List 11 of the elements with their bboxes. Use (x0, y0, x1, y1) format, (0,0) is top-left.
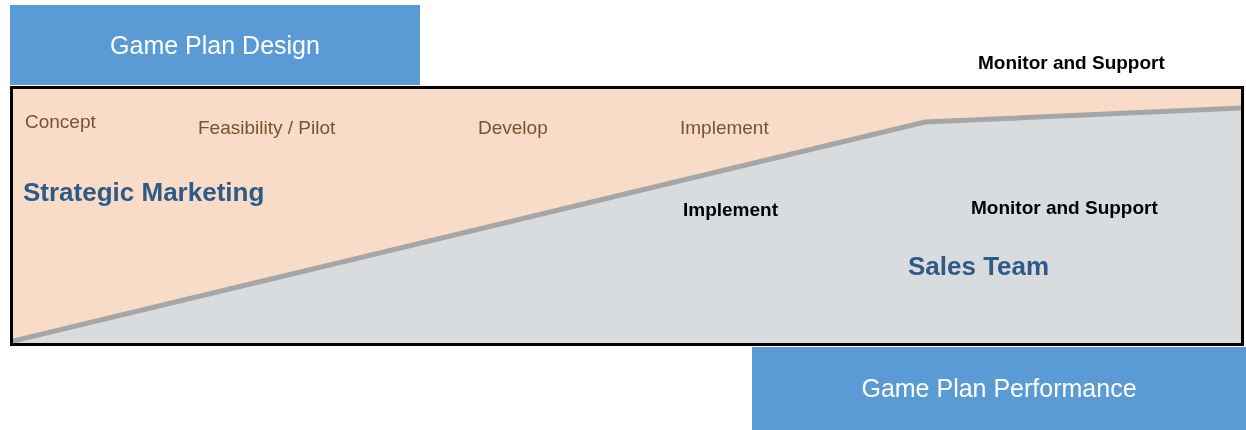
phase-label: Monitor and Support (971, 197, 1158, 219)
team-title: Sales Team (908, 251, 1050, 282)
stage-label: Feasibility / Pilot (198, 117, 336, 139)
phase-banner: Game Plan Design (10, 5, 420, 85)
team-title: Strategic Marketing (23, 177, 265, 208)
phase-label: Implement (683, 199, 779, 221)
stage-label: Concept (25, 111, 96, 133)
stage-label: Develop (478, 117, 548, 139)
stage-label: Implement (680, 117, 769, 139)
phase-banner: Game Plan Performance (752, 347, 1246, 430)
phase-label: Monitor and Support (978, 52, 1165, 74)
